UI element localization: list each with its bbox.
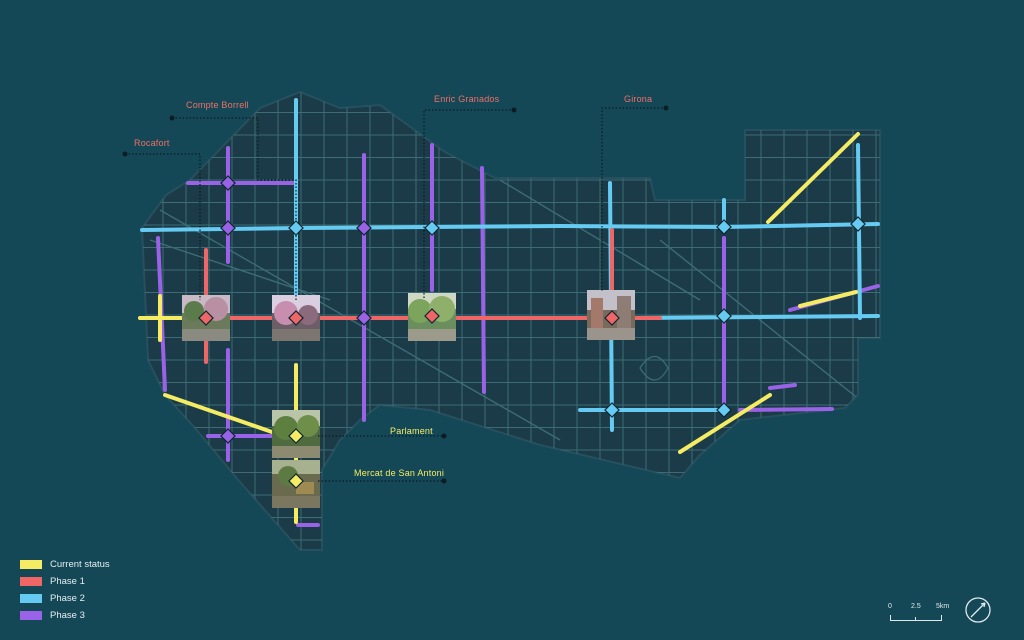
scale-bar-line	[890, 615, 942, 621]
callout-parlament: Parlament	[390, 426, 433, 436]
intersection-markers	[198, 175, 866, 489]
intersection-marker	[288, 473, 304, 489]
legend-label: Phase 1	[50, 576, 85, 587]
callout-girona: Girona	[624, 94, 653, 104]
legend-swatch	[20, 611, 42, 620]
intersection-marker	[288, 310, 304, 326]
photo-mercat	[272, 460, 320, 508]
legend-label: Phase 3	[50, 610, 85, 621]
intersection-marker	[288, 428, 304, 444]
intersection-marker	[198, 310, 214, 326]
intersection-marker	[356, 310, 372, 326]
legend-swatch	[20, 594, 42, 603]
photo-rocafort	[182, 295, 230, 341]
intersection-marker	[850, 216, 866, 232]
scale-label-0: 0	[888, 603, 892, 610]
intersection-marker	[220, 428, 236, 444]
legend-swatch	[20, 560, 42, 569]
callout-dots	[122, 105, 669, 484]
intersection-marker	[288, 220, 304, 236]
intersection-marker	[424, 308, 440, 324]
intersection-marker	[220, 220, 236, 236]
scale-bar: 0 2.5 5km	[886, 603, 950, 623]
intersection-marker	[716, 308, 732, 324]
legend: Current status Phase 1 Phase 2 Phase 3	[20, 556, 110, 624]
callout-rocafort: Rocafort	[134, 138, 170, 148]
intersection-marker	[356, 220, 372, 236]
scale-label-end: 5km	[936, 603, 950, 610]
photo-girona	[587, 290, 635, 340]
callout-enric-granados: Enric Granados	[434, 94, 500, 104]
photo-enric-granados	[408, 293, 456, 341]
legend-swatch	[20, 577, 42, 586]
legend-item-phase-1: Phase 1	[20, 573, 110, 590]
intersection-marker	[604, 310, 620, 326]
callout-mercat: Mercat de San Antoni	[354, 468, 445, 478]
intersection-marker	[716, 402, 732, 418]
callout-leaders	[125, 107, 666, 482]
legend-item-current: Current status	[20, 556, 110, 573]
roundabout	[639, 355, 669, 381]
diagonal-avenue	[149, 239, 331, 301]
diagonal-avenue	[659, 239, 861, 401]
diagonal-avenue	[499, 179, 701, 301]
photo-parlament	[272, 410, 320, 458]
scale-label-mid: 2.5	[911, 603, 921, 610]
intersection-marker	[604, 402, 620, 418]
photo-thumbnails	[182, 290, 635, 508]
legend-label: Current status	[50, 559, 110, 570]
north-arrow-icon	[965, 597, 991, 623]
scale-bar-tick	[915, 617, 916, 620]
intersection-marker	[716, 219, 732, 235]
legend-label: Phase 2	[50, 593, 85, 604]
callout-compte-borrell: Compte Borrell	[186, 100, 249, 110]
legend-item-phase-2: Phase 2	[20, 590, 110, 607]
intersection-marker	[220, 175, 236, 191]
intersection-marker	[424, 220, 440, 236]
district-outline	[140, 90, 881, 551]
legend-item-phase-3: Phase 3	[20, 607, 110, 624]
